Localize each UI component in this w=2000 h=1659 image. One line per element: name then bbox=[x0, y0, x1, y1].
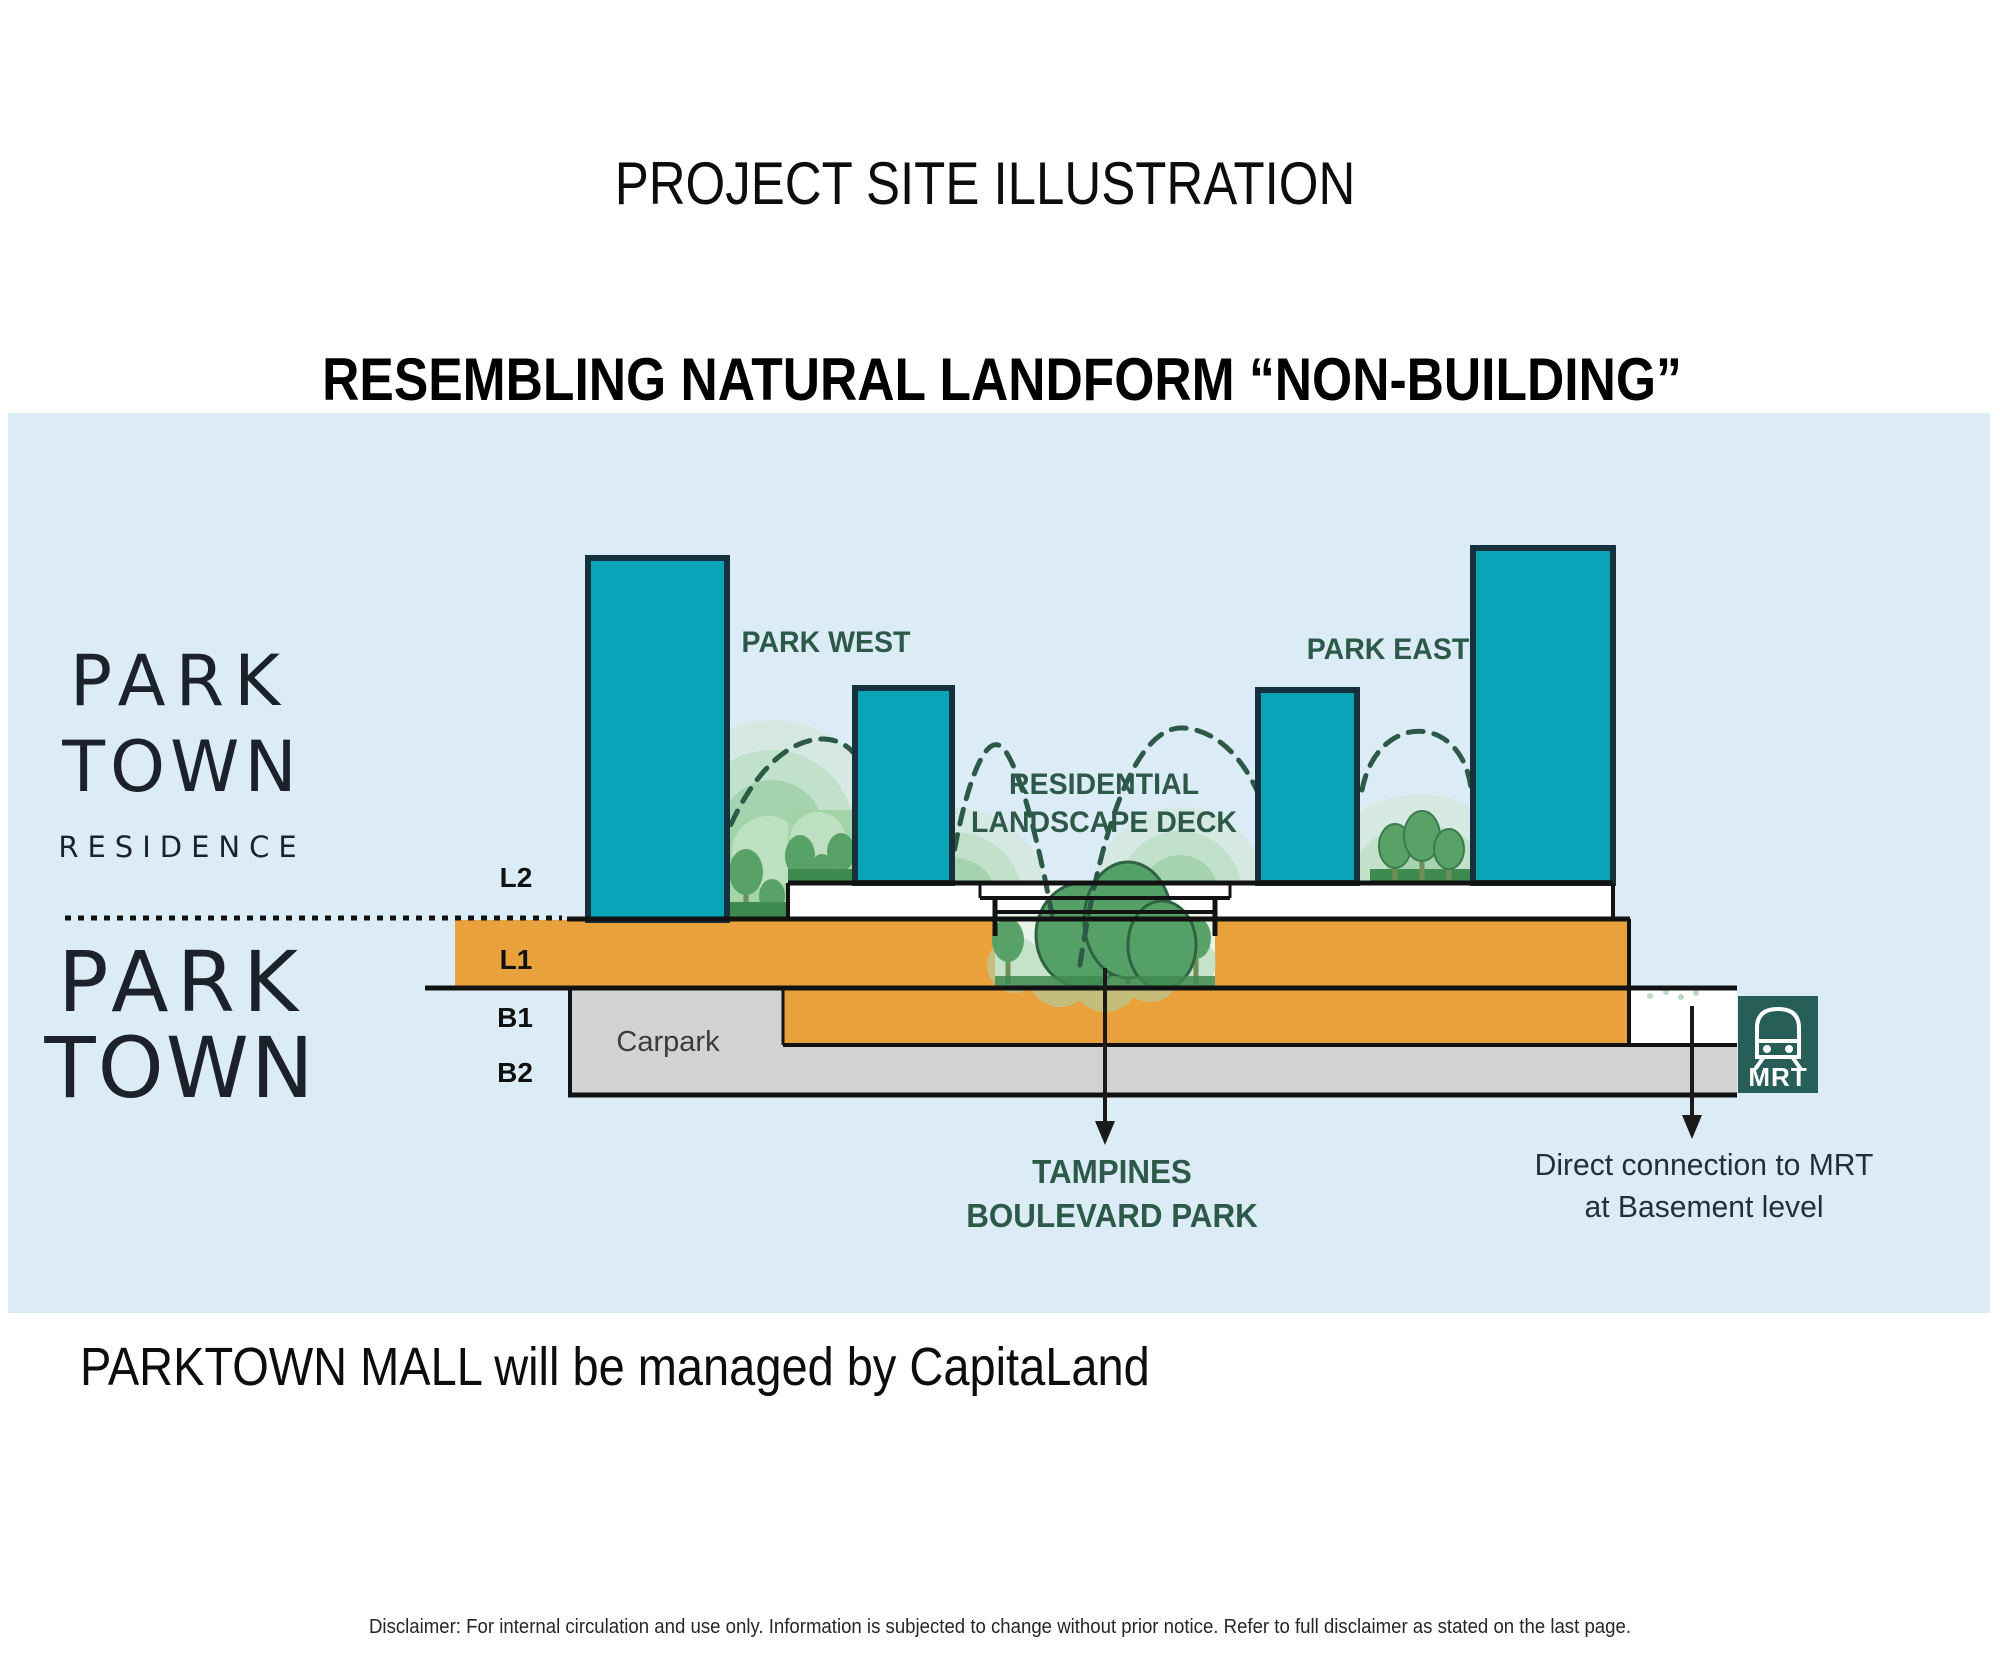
label-mrt-connection: Direct connection to MRT at Basement lev… bbox=[1535, 1144, 1874, 1228]
label-carpark: Carpark bbox=[616, 1026, 720, 1058]
label-park-east: PARK EAST bbox=[1306, 633, 1470, 666]
label-mrt-connection-line1: Direct connection to MRT bbox=[1534, 1147, 1874, 1182]
parktown-logo-line1: PARK bbox=[57, 933, 307, 1031]
parktown-residence-logo-line1: PARK bbox=[69, 640, 291, 722]
tower-park-east-low bbox=[1255, 687, 1360, 886]
level-label-b2: B2 bbox=[497, 1057, 533, 1088]
level-label-l2: L2 bbox=[499, 862, 533, 893]
label-residential-line1: RESIDENTIAL bbox=[1008, 768, 1199, 801]
tower-park-east-tall bbox=[1470, 545, 1616, 886]
level-label-l1: L1 bbox=[499, 944, 533, 975]
mrt-arrow bbox=[1682, 1006, 1702, 1139]
deck-trees-east bbox=[1370, 810, 1470, 883]
parktown-logo-line2: TOWN bbox=[44, 1019, 316, 1117]
disclaimer: Disclaimer: For internal circulation and… bbox=[369, 1616, 1631, 1638]
label-park-west: PARK WEST bbox=[741, 626, 911, 659]
landscape-hedge bbox=[729, 810, 855, 918]
page-title: PROJECT SITE ILLUSTRATION bbox=[614, 150, 1356, 217]
label-tampines-boulevard-park: TAMPINES BOULEVARD PARK bbox=[966, 1150, 1257, 1238]
site-cross-section: MRT bbox=[65, 545, 1818, 1145]
tower-park-west-tall bbox=[585, 555, 730, 923]
level-label-b1: B1 bbox=[497, 1002, 533, 1033]
footer-note: PARKTOWN MALL will be managed by CapitaL… bbox=[80, 1337, 1150, 1397]
page-subtitle: RESEMBLING NATURAL LANDFORM “NON-BUILDIN… bbox=[322, 346, 1682, 413]
label-residential-landscape-deck: RESIDENTIAL LANDSCAPE DECK bbox=[971, 766, 1237, 842]
tower-park-west-low bbox=[852, 685, 955, 886]
park-arrow bbox=[1095, 968, 1115, 1145]
basement-carpark-slab bbox=[570, 988, 1737, 1095]
parktown-residence-logo-line3: RESIDENCE bbox=[58, 830, 306, 864]
section-lines bbox=[65, 880, 1737, 1098]
label-mrt-connection-line2: at Basement level bbox=[1584, 1189, 1824, 1224]
label-tampines-line1: TAMPINES bbox=[1032, 1153, 1192, 1190]
mrt-icon: MRT bbox=[1738, 996, 1818, 1093]
label-residential-line2: LANDSCAPE DECK bbox=[970, 806, 1238, 839]
label-tampines-line2: BOULEVARD PARK bbox=[966, 1197, 1258, 1234]
parktown-residence-logo-line2: TOWN bbox=[62, 726, 302, 808]
mrt-badge-text: MRT bbox=[1748, 1062, 1807, 1092]
